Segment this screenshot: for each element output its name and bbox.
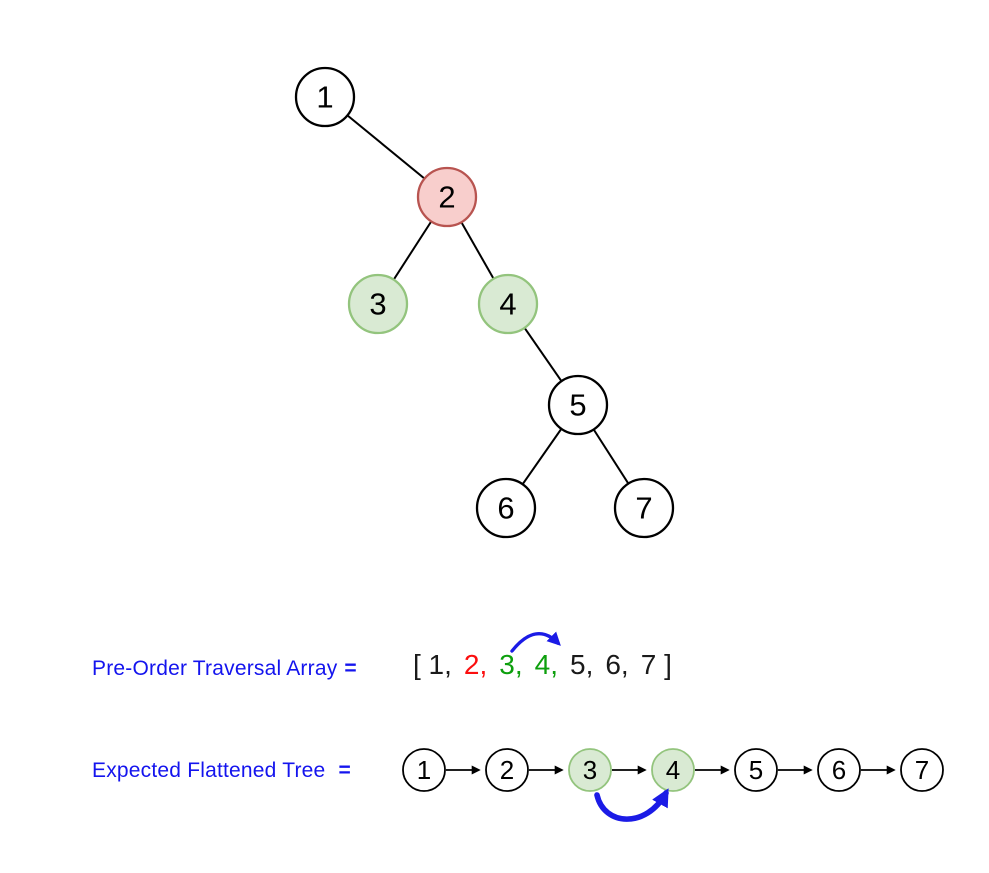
flat-node-circle-1 [402, 748, 446, 792]
flattened-tree-label-text: Expected Flattened Tree [92, 759, 332, 782]
tree-node-6: 6 [475, 477, 537, 539]
array-token: [ 1, [413, 649, 452, 680]
flat-node-value-6: 6 [832, 755, 846, 785]
flat-swap-arrow-3-to-4 [594, 788, 669, 822]
flat-node-4: 4 [651, 748, 695, 792]
tree-node-circle-6 [475, 477, 537, 539]
array-token: 5, [570, 649, 594, 680]
array-token: 3, [499, 649, 523, 680]
flat-node-circle-4 [651, 748, 695, 792]
flat-node-circle-5 [734, 748, 778, 792]
tree-node-value-2: 2 [438, 180, 455, 215]
preorder-array-values: [ 1, 2, 3, 4, 5, 6, 7 ] [413, 649, 672, 681]
flat-node-value-3: 3 [583, 755, 597, 785]
tree-node-value-5: 5 [569, 388, 586, 423]
flat-node-value-1: 1 [417, 755, 431, 785]
tree-node-5: 5 [547, 374, 609, 436]
tree-node-value-3: 3 [369, 287, 386, 322]
tree-node-1: 1 [294, 66, 356, 128]
tree-node-2: 2 [416, 166, 478, 228]
tree-node-3: 3 [347, 273, 409, 335]
preorder-array-label-text: Pre-Order Traversal Array [92, 657, 338, 680]
flat-node-7: 7 [900, 748, 944, 792]
flat-node-6: 6 [817, 748, 861, 792]
array-token: 6, [605, 649, 629, 680]
tree-node-circle-3 [347, 273, 409, 335]
array-token: 2, [463, 649, 488, 680]
preorder-array-label: Pre-Order Traversal Array = [92, 657, 357, 681]
tree-node-value-7: 7 [635, 491, 652, 526]
tree-node-value-1: 1 [316, 80, 333, 115]
tree-node-circle-7 [613, 477, 675, 539]
tree-node-circle-4 [477, 273, 539, 335]
flat-node-1: 1 [402, 748, 446, 792]
array-swap-arrow-3-to-4 [510, 631, 561, 653]
tree-node-circle-1 [294, 66, 356, 128]
flat-node-value-4: 4 [666, 755, 680, 785]
tree-node-value-6: 6 [497, 491, 514, 526]
array-token: 4, [534, 649, 558, 680]
flat-node-value-5: 5 [749, 755, 763, 785]
array-token: 7 ] [640, 649, 672, 680]
flat-node-2: 2 [485, 748, 529, 792]
preorder-equals-sign: = [344, 657, 357, 680]
flat-node-value-2: 2 [500, 755, 514, 785]
flat-node-5: 5 [734, 748, 778, 792]
flat-node-value-7: 7 [915, 755, 929, 785]
flat-node-circle-7 [900, 748, 944, 792]
flattened-tree-label: Expected Flattened Tree = [92, 759, 351, 783]
tree-node-circle-5 [547, 374, 609, 436]
tree-node-4: 4 [477, 273, 539, 335]
tree-node-circle-2 [416, 166, 478, 228]
flat-node-3: 3 [568, 748, 612, 792]
tree-node-7: 7 [613, 477, 675, 539]
flat-node-circle-3 [568, 748, 612, 792]
flat-node-circle-6 [817, 748, 861, 792]
tree-node-value-4: 4 [499, 287, 516, 322]
flat-node-circle-2 [485, 748, 529, 792]
flattened-equals-sign: = [338, 759, 351, 782]
